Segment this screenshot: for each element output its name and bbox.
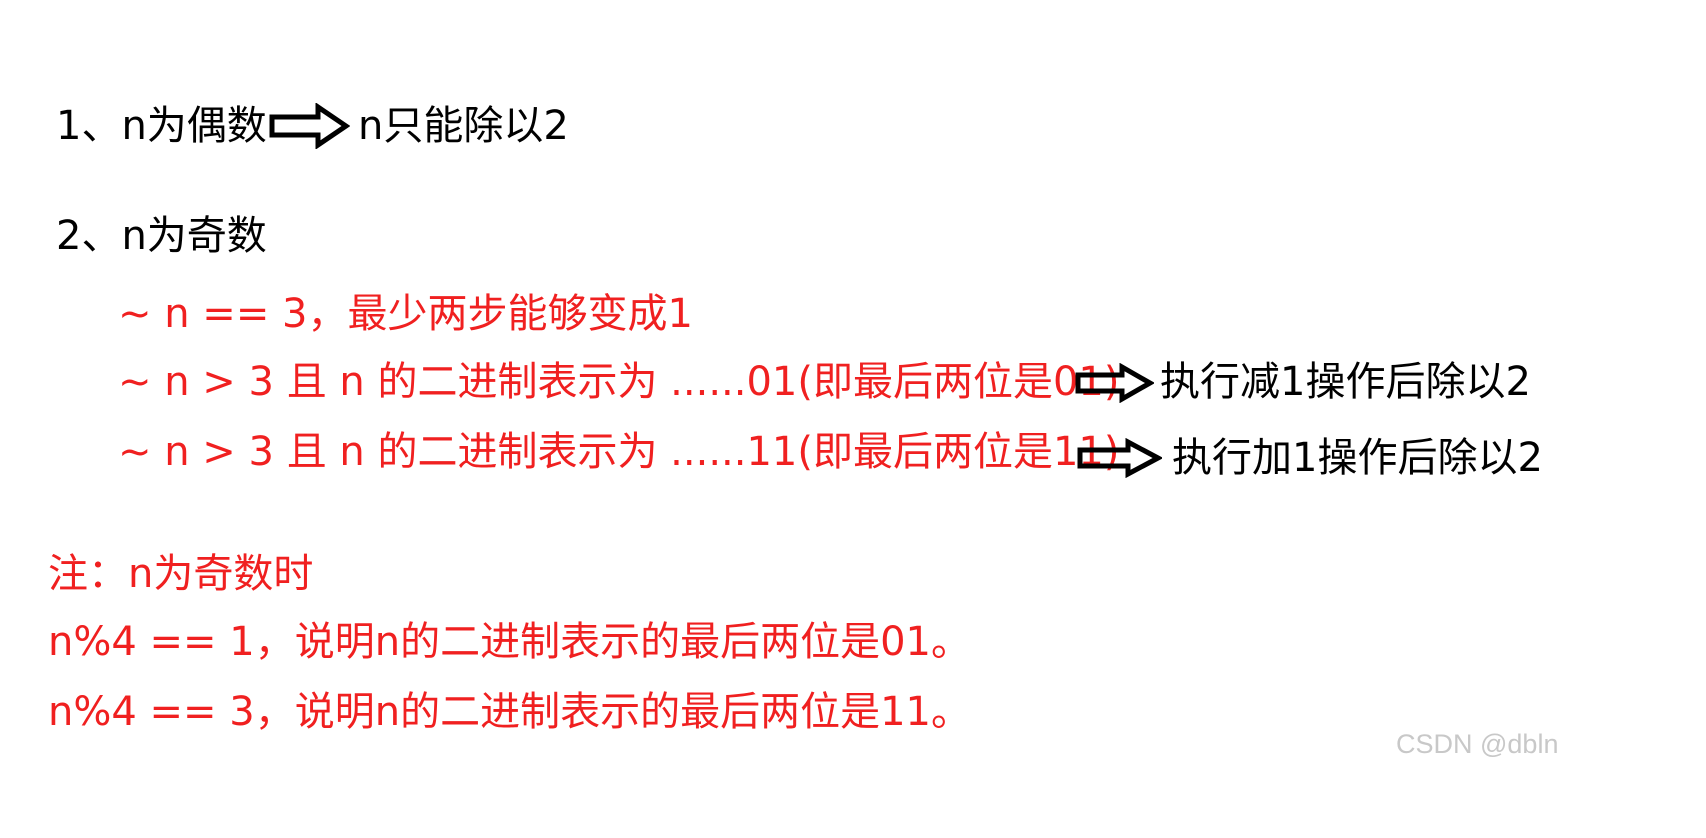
odd-case-ends-01-result: 执行减1操作后除以2 — [1160, 359, 1531, 405]
right-arrow-icon — [269, 103, 350, 149]
right-arrow-icon — [1077, 438, 1162, 478]
rule-even-label: 1、n为偶数 — [56, 103, 267, 149]
notes-title: 注：n为奇数时 — [48, 551, 314, 597]
watermark: CSDN @dbln — [1396, 729, 1559, 759]
odd-case-ends-11: ~ n > 3 且 n 的二进制表示为 ......11(即最后两位是11) — [118, 429, 1120, 475]
notes-line-mod4-1: n%4 == 1，说明n的二进制表示的最后两位是01。 — [48, 619, 971, 665]
odd-case-ends-11-result: 执行加1操作后除以2 — [1172, 435, 1543, 481]
rule-even-result: n只能除以2 — [358, 103, 569, 149]
odd-case-n-equals-3: ~ n == 3，最少两步能够变成1 — [118, 291, 693, 337]
odd-case-ends-01: ~ n > 3 且 n 的二进制表示为 ......01(即最后两位是01) — [118, 359, 1120, 405]
rule-odd-label: 2、n为奇数 — [56, 213, 267, 259]
right-arrow-icon — [1075, 363, 1154, 403]
notes-line-mod4-3: n%4 == 3，说明n的二进制表示的最后两位是11。 — [48, 689, 971, 735]
